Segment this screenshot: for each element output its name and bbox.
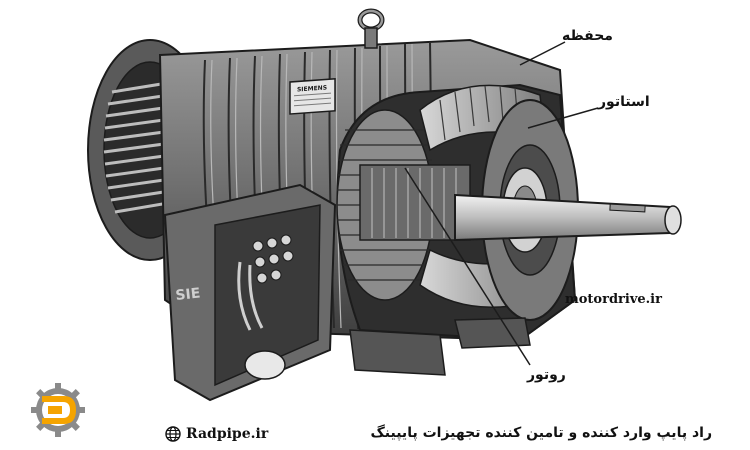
footer-website-text: Radpipe.ir (186, 426, 269, 442)
terminal-box: SIE (163, 183, 337, 402)
label-housing: محفظه (562, 28, 613, 44)
callout-lines (404, 41, 599, 366)
footer-website: Radpipe.ir (165, 426, 268, 442)
mounting-feet (349, 317, 531, 376)
watermark-text: motordrive.ir (565, 292, 662, 307)
nameplate-brand: SIEMENS (297, 84, 327, 93)
rotor (359, 164, 471, 241)
nameplate: SIEMENS (289, 78, 336, 115)
terminal-box-brand: SIE (175, 285, 201, 304)
label-stator: استاتور (598, 94, 650, 110)
radpipe-gear-logo-icon (31, 383, 85, 437)
label-rotor: روتور (527, 367, 566, 383)
globe-icon (165, 426, 181, 442)
lifting-eye (357, 8, 385, 49)
motor-shaft (454, 193, 682, 242)
footer-tagline: راد پایپ وارد کننده و تامین کننده تجهیزا… (370, 425, 712, 441)
